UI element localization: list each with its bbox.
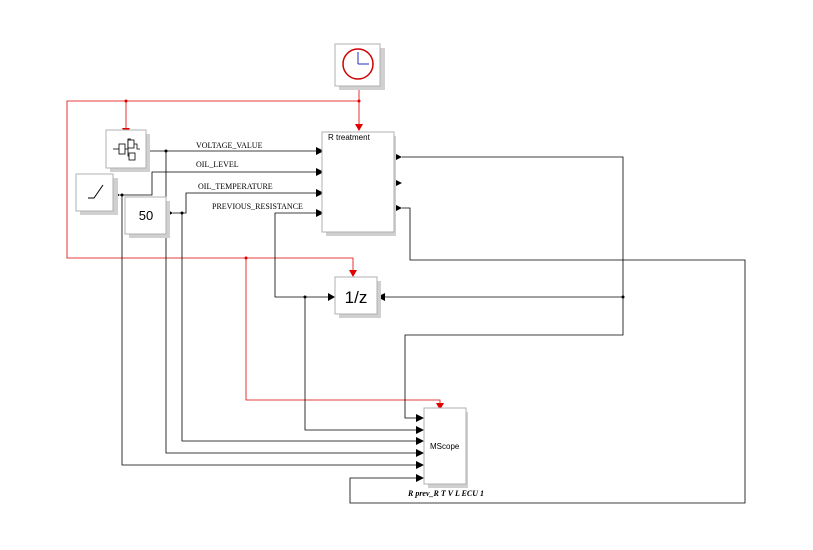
rtreatment-block[interactable]: R treatment (321, 131, 396, 236)
signal-links (113, 147, 746, 504)
clock-to-delay-link (66, 100, 359, 274)
oil-temperature-link (173, 192, 316, 214)
delay-label: 1/z (345, 288, 368, 307)
oil-level-label: OIL_LEVEL (196, 160, 239, 169)
sample-hold-block[interactable] (105, 129, 150, 172)
rtreatment-out1-link (402, 156, 624, 419)
clock-block[interactable] (334, 43, 385, 90)
rtreatment-out3-link (349, 207, 746, 504)
constant-block[interactable]: 50 (124, 196, 170, 238)
signal-labels: VOLTAGE_VALUE OIL_LEVEL OIL_TEMPERATURE … (196, 141, 303, 211)
oil-temperature-label: OIL_TEMPERATURE (198, 182, 273, 191)
mscope-block[interactable]: MScope (423, 407, 468, 488)
clock-icon (342, 48, 374, 80)
mscope-caption: R prev_R T V L ECU 1 (407, 489, 484, 498)
constant-label: 50 (139, 208, 153, 223)
ramp-block[interactable] (75, 173, 118, 215)
ramp-icon (88, 184, 104, 199)
sample-hold-icon (113, 138, 140, 161)
delay-block[interactable]: 1/z (334, 276, 381, 318)
voltage-value-label: VOLTAGE_VALUE (196, 141, 263, 150)
mscope-label: MScope (430, 442, 460, 451)
oil-level-link (120, 171, 316, 196)
clock-to-mscope-link (245, 258, 441, 405)
rtreatment-label: R treatment (328, 133, 371, 142)
previous-resistance-label: PREVIOUS_RESISTANCE (212, 202, 303, 211)
